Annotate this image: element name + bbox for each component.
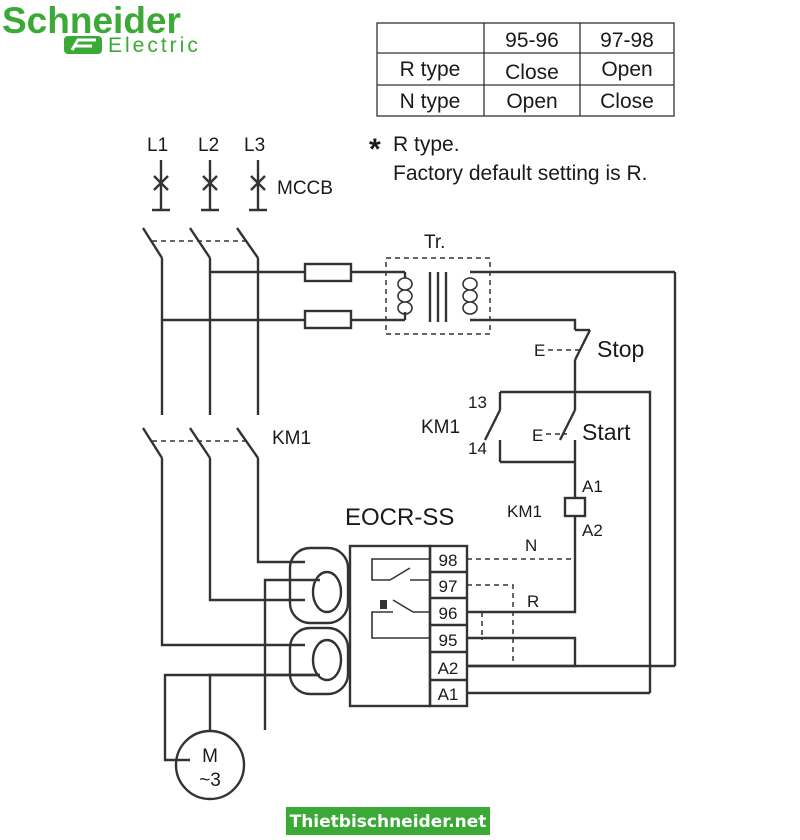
table-header: 95-96	[505, 29, 559, 52]
label-l3: L3	[244, 135, 265, 156]
device-label: EOCR-SS	[345, 504, 454, 531]
label-coil-a2: A2	[582, 521, 603, 540]
eocr-relay	[348, 544, 469, 708]
terminal-label: 95	[439, 631, 458, 650]
label-aux-13: 13	[468, 393, 487, 412]
control-supply	[162, 262, 675, 330]
table-cell: Open	[506, 90, 557, 113]
note-line1: R type.	[393, 133, 460, 156]
motor: M ~3	[174, 729, 246, 801]
label-transformer: Tr.	[424, 232, 445, 253]
current-transformers	[288, 546, 350, 696]
brand-name: Schneider	[2, 0, 181, 41]
note-line2: Factory default setting is R.	[393, 162, 647, 185]
terminal-label: 97	[439, 577, 458, 596]
label-wire-n: N	[525, 536, 537, 555]
watermark-text: Thietbischneider.net	[290, 812, 487, 832]
contact-table: 95-96 97-98 R type Close Open N type Ope…	[376, 22, 675, 117]
life-is-on-icon	[64, 36, 102, 54]
label-km1-coil: KM1	[507, 502, 542, 521]
phase-lines-lower	[160, 458, 320, 762]
terminal-label: 98	[439, 551, 458, 570]
motor-label: M	[202, 746, 218, 767]
label-mccb: MCCB	[277, 178, 333, 199]
label-wire-r: R	[527, 592, 539, 611]
schneider-logo: Schneider Electric	[2, 0, 201, 57]
brand-sub: Electric	[108, 34, 201, 57]
km1-coil	[467, 496, 587, 614]
terminal-label: 96	[439, 604, 458, 623]
stop-button	[548, 328, 592, 392]
terminal-label: A1	[438, 685, 459, 704]
label-start: Start	[582, 419, 631, 445]
label-km1-aux: KM1	[421, 417, 460, 438]
table-cell: Open	[601, 58, 652, 81]
km1-main-contacts	[141, 427, 259, 459]
mccb-switch	[141, 227, 259, 259]
relay-wiring	[467, 272, 677, 695]
table-cell: Close	[600, 90, 654, 113]
label-l2: L2	[198, 135, 219, 156]
note-asterisk: *	[369, 133, 381, 166]
label-stop: Stop	[597, 336, 644, 362]
label-km1-main: KM1	[272, 428, 311, 449]
note: * R type. Factory default setting is R.	[369, 133, 647, 185]
transformer	[385, 257, 491, 335]
motor-phase-label: ~3	[199, 770, 221, 791]
table-header: 97-98	[600, 29, 654, 52]
table-cell: Close	[505, 61, 559, 84]
label-l1: L1	[147, 135, 168, 156]
start-circuit	[483, 390, 652, 693]
watermark: Thietbischneider.net	[286, 807, 490, 835]
terminal-label: A2	[438, 659, 459, 678]
phase-lines-upper	[160, 258, 260, 415]
mccb-breaker-symbols	[152, 160, 267, 212]
label-e-start: E	[532, 426, 543, 445]
table-cell: N type	[400, 90, 461, 113]
label-aux-14: 14	[468, 439, 487, 458]
label-e-stop: E	[534, 341, 545, 360]
table-cell: R type	[400, 58, 461, 81]
label-coil-a1: A1	[582, 477, 603, 496]
